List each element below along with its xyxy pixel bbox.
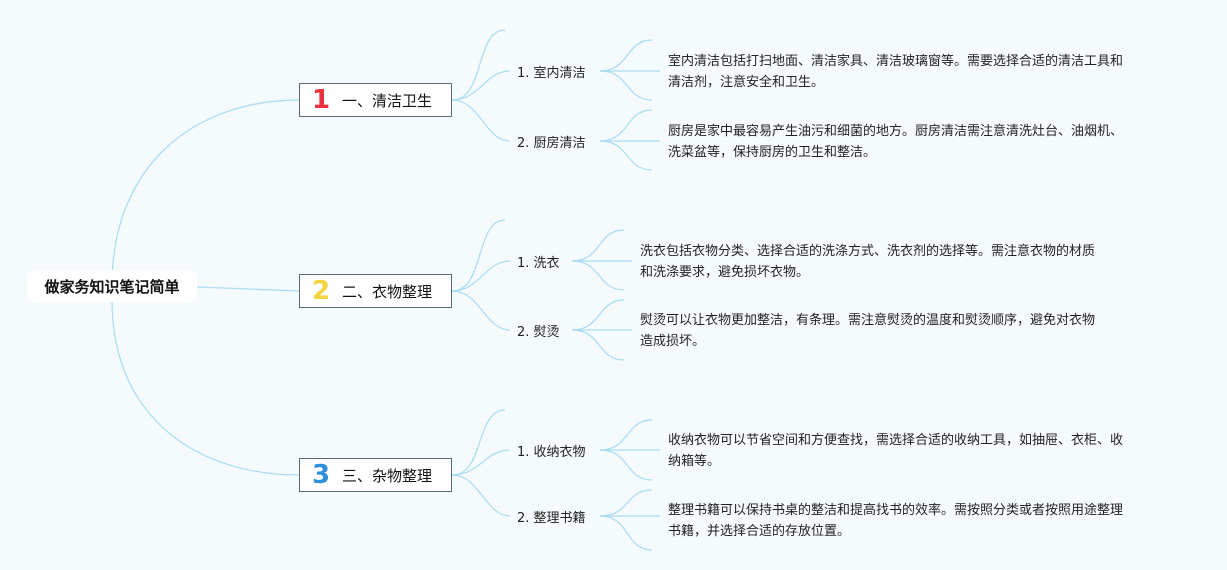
- branch-title: 二、衣物整理: [342, 282, 433, 301]
- link-b1-i2-desc3: [599, 140, 653, 171]
- link-b3-decor: [451, 409, 506, 476]
- desc-line: 熨烫可以让衣物更加整洁，有条理。需注意熨烫的温度和熨烫顺序，避免对衣物: [640, 313, 1096, 328]
- branch-title: 一、清洁卫生: [342, 91, 433, 110]
- branch-title: 三、杂物整理: [342, 466, 433, 485]
- link-root-branch-1: [111, 99, 300, 287]
- desc-line: 纳箱等。: [668, 454, 721, 469]
- link-b1-item2: [451, 99, 511, 142]
- branch-node-clothing[interactable]: 2 二、衣物整理: [299, 274, 452, 308]
- link-root-branch-2: [196, 286, 300, 292]
- desc-line: 造成损坏。: [640, 334, 706, 349]
- link-b2-i2-desc3: [571, 329, 625, 361]
- desc-line: 整理书籍可以保持书桌的整洁和提高找书的效率。需按照分类或者按照用途整理: [668, 503, 1124, 518]
- desc-line: 室内清洁包括打扫地面、清洁家具、清洁玻璃窗等。需要选择合适的清洁工具和: [668, 54, 1124, 69]
- subtopic-storing-clothes[interactable]: 1. 收纳衣物: [517, 445, 586, 460]
- desc-line: 洗菜盆等，保持厨房的卫生和整洁。: [668, 145, 877, 160]
- link-b3-i2-desc: [599, 489, 653, 517]
- link-b1-i1-desc: [599, 39, 653, 72]
- number-two-icon: 2: [311, 276, 331, 306]
- link-b2-item2: [451, 290, 511, 331]
- root-label: 做家务知识笔记简单: [44, 277, 180, 296]
- desc-laundry: 洗衣包括衣物分类、选择合适的洗涤方式、洗衣剂的选择等。需注意衣物的材质 和洗涤要…: [640, 241, 1095, 283]
- link-b3-item2: [451, 474, 511, 517]
- desc-organizing-books: 整理书籍可以保持书桌的整洁和提高找书的效率。需按照分类或者按照用途整理 书籍，并…: [668, 500, 1123, 542]
- link-b2-i2-desc: [571, 299, 625, 331]
- desc-ironing: 熨烫可以让衣物更加整洁，有条理。需注意熨烫的温度和熨烫顺序，避免对衣物 造成损坏…: [640, 310, 1095, 352]
- root-node[interactable]: 做家务知识笔记简单: [27, 270, 197, 302]
- subtopic-organizing-books[interactable]: 2. 整理书籍: [517, 511, 586, 526]
- link-b2-i1-desc3: [571, 260, 625, 291]
- desc-storing-clothes: 收纳衣物可以节省空间和方便查找，需选择合适的收纳工具，如抽屉、衣柜、收 纳箱等。: [668, 430, 1123, 472]
- link-b3-i1-desc3: [599, 449, 653, 481]
- number-three-icon: 3: [311, 460, 331, 490]
- link-b2-item1: [451, 260, 511, 292]
- link-b3-i2-desc3: [599, 515, 653, 551]
- link-b1-decor: [451, 29, 506, 101]
- link-b1-i2-desc: [599, 109, 653, 142]
- desc-kitchen-cleaning: 厨房是家中最容易产生油污和细菌的地方。厨房清洁需注意清洗灶台、油烟机、 洗菜盆等…: [668, 121, 1123, 163]
- subtopic-kitchen-cleaning[interactable]: 2. 厨房清洁: [517, 136, 586, 151]
- link-b3-i1-desc: [599, 419, 653, 451]
- link-b1-i1-desc3: [599, 70, 653, 101]
- desc-line: 收纳衣物可以节省空间和方便查找，需选择合适的收纳工具，如抽屉、衣柜、收: [668, 433, 1124, 448]
- link-b1-item1: [451, 70, 511, 101]
- subtopic-indoor-cleaning[interactable]: 1. 室内清洁: [517, 66, 586, 81]
- link-b2-decor: [451, 219, 506, 292]
- link-root-branch-3: [111, 299, 300, 476]
- subtopic-ironing[interactable]: 2. 熨烫: [517, 325, 560, 340]
- subtopic-laundry[interactable]: 1. 洗衣: [517, 256, 560, 271]
- desc-line: 厨房是家中最容易产生油污和细菌的地方。厨房清洁需注意清洗灶台、油烟机、: [668, 124, 1124, 139]
- branch-node-sundries[interactable]: 3 三、杂物整理: [299, 458, 452, 492]
- desc-line: 清洁剂，注意安全和卫生。: [668, 75, 825, 90]
- desc-line: 洗衣包括衣物分类、选择合适的洗涤方式、洗衣剂的选择等。需注意衣物的材质: [640, 244, 1096, 259]
- desc-line: 书籍，并选择合适的存放位置。: [668, 524, 851, 539]
- number-one-icon: 1: [311, 85, 331, 115]
- link-b3-item1: [451, 449, 511, 476]
- branch-node-cleaning[interactable]: 1 一、清洁卫生: [299, 83, 452, 117]
- desc-line: 和洗涤要求，避免损坏衣物。: [640, 265, 810, 280]
- link-b2-i1-desc: [571, 229, 625, 262]
- desc-indoor-cleaning: 室内清洁包括打扫地面、清洁家具、清洁玻璃窗等。需要选择合适的清洁工具和 清洁剂，…: [668, 51, 1123, 93]
